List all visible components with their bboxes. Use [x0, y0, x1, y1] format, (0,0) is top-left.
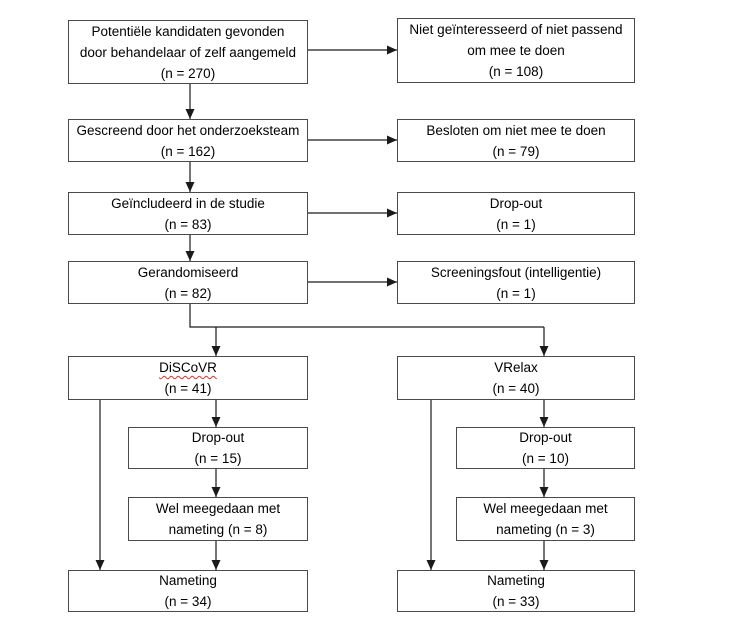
node-text-line: (n = 1)	[496, 216, 536, 232]
node-declined: Besloten om niet mee te doen (n = 79)	[397, 119, 635, 162]
node-text-line: Niet geïnteresseerd of niet passend	[409, 22, 623, 37]
node-discovr-dropout: Drop-out (n = 15)	[128, 427, 308, 469]
node-text-line-spellcheck: DiSCoVR	[159, 360, 217, 375]
node-text-line: Wel meegedaan met	[155, 501, 281, 516]
node-vrelax-arm: VRelax (n = 40)	[397, 356, 635, 400]
node-text-line: om mee te doen	[467, 43, 565, 58]
node-text-line: Drop-out	[191, 430, 245, 445]
node-text-line: Nameting	[159, 573, 217, 588]
node-text-line: Besloten om niet mee te doen	[426, 122, 606, 138]
node-text-line: Gerandomiseerd	[137, 264, 239, 280]
node-text-line: Potentiële kandidaten gevonden	[91, 23, 285, 39]
node-text-line: Wel meegedaan met	[483, 501, 608, 516]
node-text-line: (n = 34)	[164, 594, 212, 609]
node-text-line: (n = 108)	[488, 64, 544, 79]
node-text-line: nameting (n = 8)	[168, 522, 268, 537]
node-text-line: door behandelaar of zelf aangemeld	[79, 44, 297, 60]
node-screened: Gescreend door het onderzoeksteam (n = 1…	[68, 119, 308, 162]
node-dropout-included: Drop-out (n = 1)	[397, 192, 635, 235]
node-text-line: (n = 40)	[492, 381, 540, 396]
node-text-line: VRelax	[494, 360, 538, 375]
node-included: Geïncludeerd in de studie (n = 83)	[68, 192, 308, 235]
node-text-line: (n = 82)	[164, 285, 212, 301]
node-not-interested: Niet geïnteresseerd of niet passend om m…	[397, 18, 635, 83]
node-text-line: Nameting	[487, 573, 545, 588]
node-text-line: (n = 1)	[496, 285, 536, 301]
node-text-line: nameting (n = 3)	[496, 522, 595, 537]
node-randomized: Gerandomiseerd (n = 82)	[68, 261, 308, 304]
node-text-line: Screeningsfout (intelligentie)	[430, 264, 602, 280]
node-vrelax-partial-posttest: Wel meegedaan met nameting (n = 3)	[456, 497, 635, 541]
node-discovr-arm: DiSCoVR (n = 41)	[68, 356, 308, 400]
node-text-line: (n = 162)	[160, 143, 216, 159]
node-text-line: (n = 270)	[160, 65, 216, 81]
node-text-line: (n = 41)	[164, 381, 212, 396]
node-discovr-partial-posttest: Wel meegedaan met nameting (n = 8)	[128, 497, 308, 541]
node-text-line: Drop-out	[489, 195, 543, 211]
node-vrelax-dropout: Drop-out (n = 10)	[456, 427, 635, 469]
node-text-line: (n = 83)	[164, 216, 212, 232]
node-text-line: Geïncludeerd in de studie	[111, 195, 265, 211]
node-text-line: (n = 79)	[492, 143, 540, 159]
node-text-line: Drop-out	[519, 430, 572, 445]
node-candidates: Potentiële kandidaten gevonden door beha…	[68, 20, 308, 84]
node-text-line: Gescreend door het onderzoeksteam	[76, 122, 300, 138]
node-text-line: (n = 33)	[492, 594, 540, 609]
node-screening-error: Screeningsfout (intelligentie) (n = 1)	[397, 261, 635, 304]
node-discovr-posttest: Nameting (n = 34)	[68, 570, 308, 612]
node-text-line: (n = 15)	[194, 451, 242, 466]
node-vrelax-posttest: Nameting (n = 33)	[397, 570, 635, 612]
node-text-line: (n = 10)	[522, 451, 569, 466]
